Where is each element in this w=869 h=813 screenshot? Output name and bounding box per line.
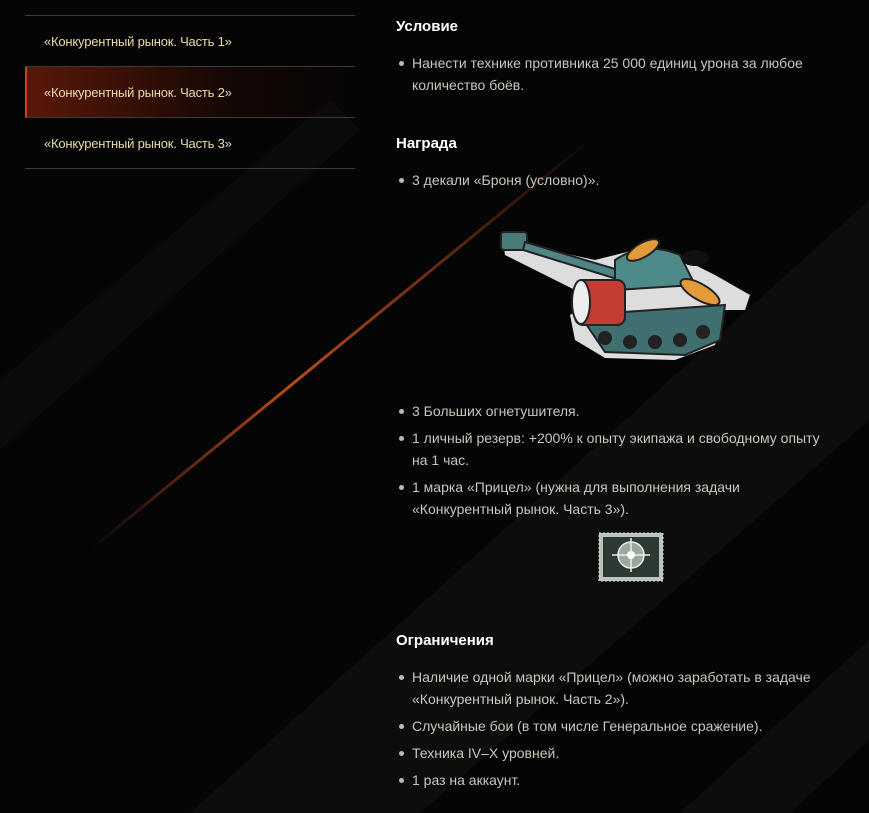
light-streak	[89, 138, 591, 552]
reward-list-1: 3 декали «Броня (условно)».	[396, 169, 836, 196]
list-item: 1 марка «Прицел» (нужна для выполнения з…	[396, 476, 836, 520]
mission-label: «Конкурентный рынок. Часть 2»	[44, 84, 232, 100]
list-item: 1 раз на аккаунт.	[396, 769, 836, 791]
list-item: Наличие одной марки «Прицел» (можно зара…	[396, 666, 836, 710]
condition-title: Условие	[396, 18, 459, 35]
restrictions-title: Ограничения	[396, 632, 494, 649]
mission-label: «Конкурентный рынок. Часть 3»	[44, 135, 232, 151]
list-item: Техника IV–X уровней.	[396, 742, 836, 764]
condition-list: Нанести технике противника 25 000 единиц…	[396, 52, 836, 101]
list-item: 3 декали «Броня (условно)».	[396, 169, 836, 191]
decal-armor-tank-image	[500, 231, 750, 360]
reward-list-2: 3 Больших огнетушителя. 1 личный резерв:…	[396, 400, 836, 525]
mission-list: «Конкурентный рынок. Часть 1» «Конкурент…	[25, 15, 355, 169]
list-item: Нанести технике противника 25 000 единиц…	[396, 52, 836, 96]
reward-title: Награда	[396, 135, 457, 152]
mission-part-3[interactable]: «Конкурентный рынок. Часть 3»	[25, 118, 355, 169]
mission-part-1[interactable]: «Конкурентный рынок. Часть 1»	[25, 16, 355, 67]
list-item: 3 Больших огнетушителя.	[396, 400, 836, 422]
crosshair-stamp-image	[598, 532, 664, 582]
mission-label: «Конкурентный рынок. Часть 1»	[44, 33, 232, 49]
mission-part-2[interactable]: «Конкурентный рынок. Часть 2»	[25, 67, 355, 118]
list-item: 1 личный резерв: +200% к опыту экипажа и…	[396, 427, 836, 471]
list-item: Случайные бои (в том числе Генеральное с…	[396, 715, 836, 737]
restrictions-list: Наличие одной марки «Прицел» (можно зара…	[396, 666, 836, 796]
